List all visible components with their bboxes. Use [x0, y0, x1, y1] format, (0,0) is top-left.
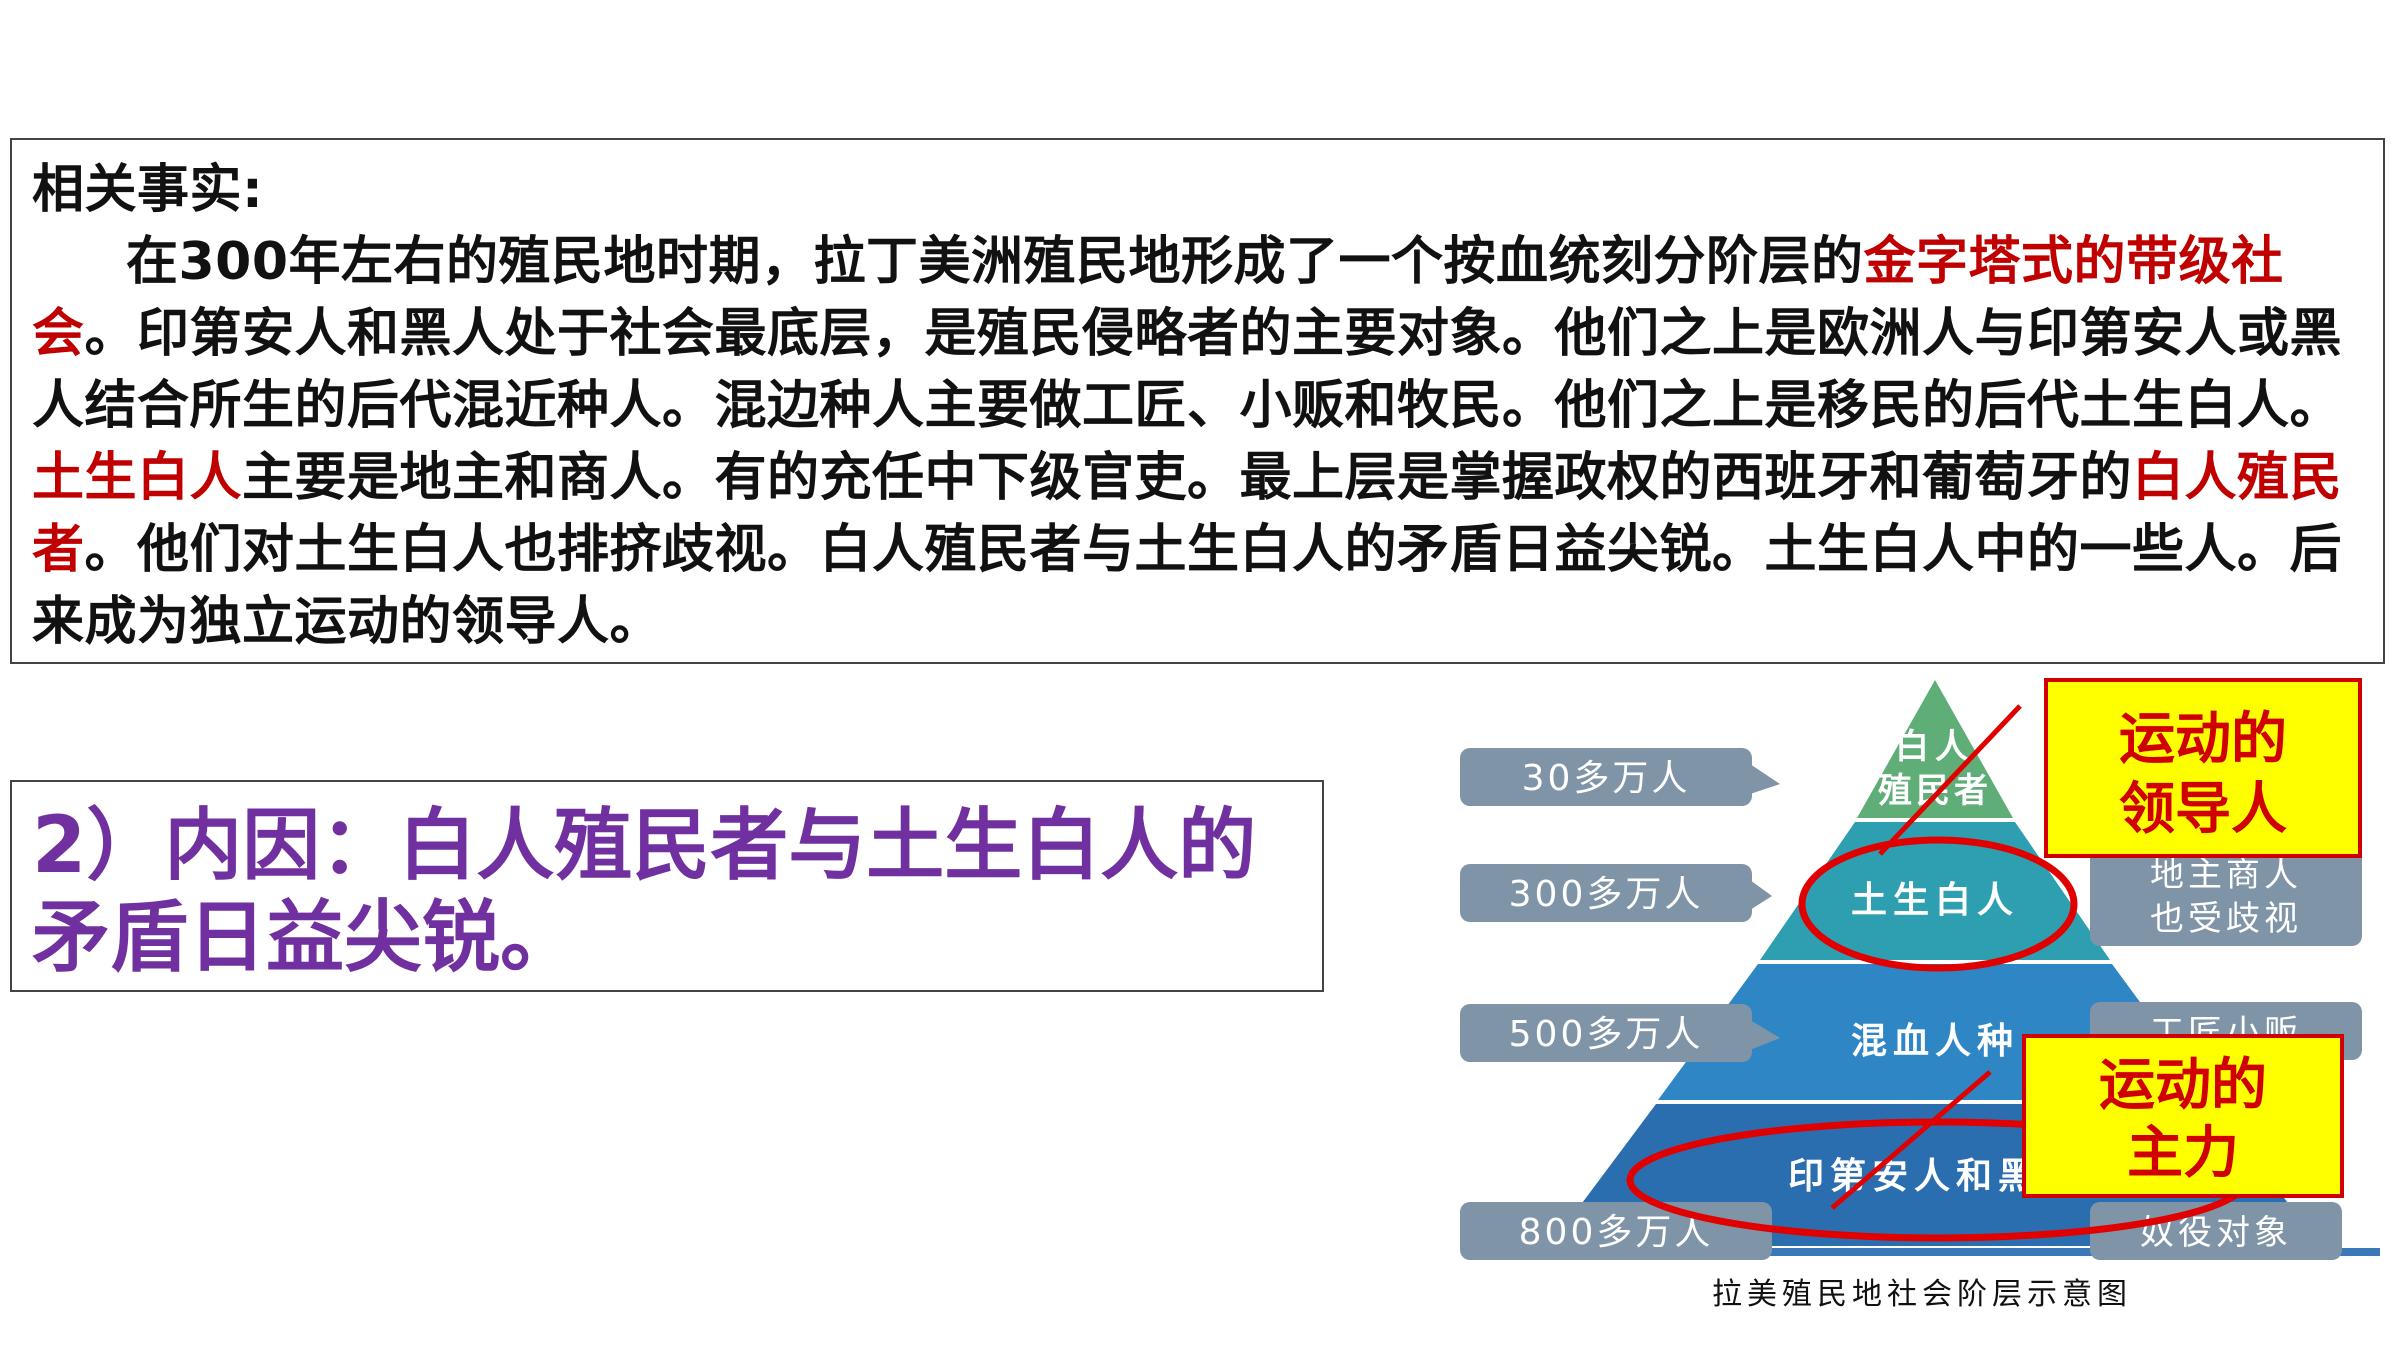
note-tag-2-line1: 地主商人	[2150, 855, 2302, 895]
social-pyramid-diagram: 白人 殖民者 土生白人 混血人种 印第安人和黑人 30多万人 300多万人 50…	[1450, 668, 2400, 1328]
facts-box: 相关事实: 在300年左右的殖民地时期，拉丁美洲殖民地形成了一个按血统刻分阶层的…	[10, 138, 2385, 664]
tier-top-label-line1: 白人	[1895, 727, 1975, 767]
facts-paragraph: 在300年左右的殖民地时期，拉丁美洲殖民地形成了一个按血统刻分阶层的金字塔式的带…	[32, 226, 2363, 658]
callout-main-line2: 主力	[2127, 1121, 2239, 1186]
pop-tag-4-text: 800多万人	[1519, 1212, 1714, 1253]
facts-text-1: 在300年左右的殖民地时期，拉丁美洲殖民地形成了一个按血统刻分阶层的	[126, 232, 1864, 292]
pyramid-caption: 拉美殖民地社会阶层示意图	[1712, 1277, 2132, 1312]
facts-text-3: 主要是地主和商人。有的充任中下级官吏。最上层是掌握政权的西班牙和葡萄牙的	[242, 448, 2133, 508]
pop-tag-2: 300多万人	[1460, 864, 1772, 922]
pop-tag-3-text: 500多万人	[1509, 1014, 1704, 1055]
internal-cause-text: 2）内因：白人殖民者与土生白人的矛盾日益尖锐。	[32, 801, 1257, 983]
facts-heading: 相关事实:	[32, 160, 264, 220]
callout-leaders: 运动的 领导人	[2044, 678, 2362, 858]
note-tag-2-line2: 也受歧视	[2150, 899, 2302, 939]
pop-tag-top-text: 30多万人	[1522, 758, 1691, 799]
callout-main-force: 运动的 主力	[2022, 1034, 2344, 1198]
facts-highlight-creoles: 土生白人	[32, 448, 243, 508]
facts-text-2: 。印第安人和黑人处于社会最底层，是殖民侵略者的主要对象。他们之上是欧洲人与印第安…	[32, 304, 2343, 436]
facts-highlight-pyramid-society: 金字塔式的带级社会	[32, 232, 2284, 364]
pop-tag-2-text: 300多万人	[1509, 874, 1704, 915]
tier-3-label: 混血人种	[1851, 1021, 2019, 1062]
callout-main-line1: 运动的	[2099, 1053, 2267, 1118]
callout-leaders-line1: 运动的	[2119, 707, 2287, 772]
tier-2-label: 土生白人	[1851, 880, 2019, 921]
pyramid-svg: 白人 殖民者 土生白人 混血人种 印第安人和黑人 30多万人 300多万人 50…	[1460, 678, 2380, 1312]
pop-tag-4: 800多万人	[1460, 1202, 1772, 1260]
pointer-line-leaders	[1878, 704, 2022, 856]
facts-highlight-colonists: 白人殖民者	[32, 448, 2343, 580]
pop-tag-3: 500多万人	[1460, 1004, 1780, 1062]
tier-top-label-line2: 殖民者	[1878, 771, 1992, 811]
facts-text-4: 。他们对土生白人也排挤歧视。白人殖民者与土生白人的矛盾日益尖锐。土生白人中的一些…	[32, 520, 2343, 652]
internal-cause-box: 2）内因：白人殖民者与土生白人的矛盾日益尖锐。	[10, 780, 1324, 992]
note-tag-2: 地主商人 也受歧视	[2090, 846, 2362, 946]
pop-tag-top: 30多万人	[1460, 748, 1780, 806]
highlight-ellipse-creoles	[1798, 836, 2078, 972]
pyramid-tier-top	[1857, 680, 2013, 818]
pointer-line-main	[1830, 1070, 1992, 1210]
pyramid-base	[1510, 1248, 2380, 1256]
note-tag-4: 奴役对象	[2090, 1202, 2342, 1260]
callout-leaders-line2: 领导人	[2119, 777, 2287, 842]
